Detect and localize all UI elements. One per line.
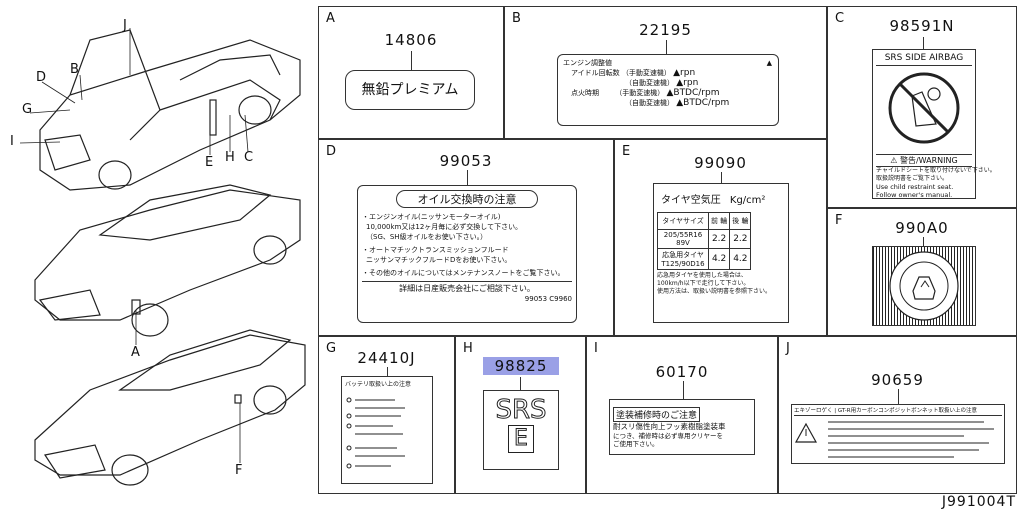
callout-d: D — [36, 70, 47, 85]
panel-j: J 90659 エキゾーロゲく | GT-R用カーボンコンポジットボンネット取扱… — [778, 336, 1017, 494]
panel-a: A 14806 無鉛プレミアム — [318, 6, 504, 139]
part-number: 14806 — [384, 31, 438, 49]
callout-e: E — [205, 155, 214, 170]
label-c: SRS SIDE AIRBAG ⚠ 警告/WARNING チャイルドシートを取り… — [872, 49, 996, 199]
battery-warning-lines — [346, 397, 405, 469]
immobilizer-icon — [889, 251, 959, 321]
callout-a: A — [131, 345, 140, 360]
callout-b: B — [70, 62, 79, 77]
label-j: エキゾーロゲく | GT-R用カーボンコンポジットボンネット取扱い上の注意 — [791, 404, 1005, 464]
part-number: 99090 — [694, 154, 747, 172]
no-child-seat-icon — [888, 72, 960, 144]
panel-h: H 98825 SRS E — [455, 336, 586, 494]
callout-i: I — [10, 134, 14, 149]
label-h: SRS E — [483, 390, 559, 470]
label-d: オイル交換時の注意 ・エンジンオイル(ニッサンモーターオイル) 10,000km… — [357, 185, 577, 323]
part-number: 60170 — [655, 363, 709, 381]
panel-c: C 98591N SRS SIDE AIRBAG ⚠ 警告/WARNING チャ… — [827, 6, 1017, 208]
panel-f: F 990A0 — [827, 208, 1017, 336]
label-e: タイヤ空気圧 Kg/cm² タイヤサイズ前 輪後 輪 205/55R16 89V… — [653, 183, 789, 323]
car-line-drawings — [19, 28, 306, 486]
panel-b: B 22195 エンジン調整値 ▲ アイドル回転数 （手動変速機） ▲rpn （… — [504, 6, 827, 139]
warning-triangle-icon — [794, 421, 994, 458]
label-f — [872, 246, 976, 326]
part-number: 990A0 — [895, 219, 949, 237]
label-g: バッテリ取扱い上の注意 — [341, 376, 433, 484]
panel-d: D 99053 オイル交換時の注意 ・エンジンオイル(ニッサンモーターオイル) … — [318, 139, 614, 336]
part-number: 90659 — [871, 371, 924, 389]
part-number: 24410J — [357, 349, 416, 367]
label-b: エンジン調整値 ▲ アイドル回転数 （手動変速機） ▲rpn （自動変速機） ▲… — [557, 54, 779, 126]
diagram-code: J991004T — [941, 494, 1016, 510]
panel-g: G 24410J バッテリ取扱い上の注意 — [318, 336, 455, 494]
callout-g: G — [22, 102, 33, 117]
panel-e: E 99090 タイヤ空気圧 Kg/cm² タイヤサイズ前 輪後 輪 205/5… — [614, 139, 827, 336]
callout-c: C — [244, 150, 254, 165]
part-number: 22195 — [639, 21, 692, 39]
panel-i: I 60170 塗装補修時のご注意 耐スリ傷性向上フッ素樹脂塗装車 につき、補修… — [586, 336, 778, 494]
label-a: 無鉛プレミアム — [345, 70, 475, 110]
panel-letter: A — [326, 11, 335, 26]
part-number: 99053 — [439, 152, 493, 170]
part-number: 98591N — [889, 17, 955, 35]
part-number: 98825 — [483, 357, 559, 375]
label-i: 塗装補修時のご注意 耐スリ傷性向上フッ素樹脂塗装車 につき、補修時は必ず専用クリ… — [609, 399, 755, 455]
callout-h: H — [225, 150, 235, 165]
vehicle-illustrations: J D B G I E H C A F — [0, 0, 318, 510]
callout-j: J — [123, 18, 127, 33]
callout-f: F — [235, 463, 243, 478]
